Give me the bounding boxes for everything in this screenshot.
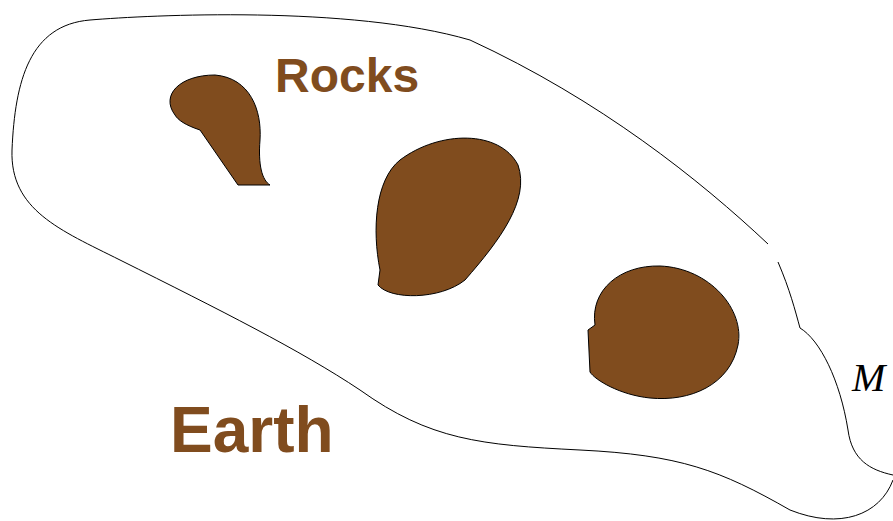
rock [588, 266, 739, 399]
region-label: Earth [170, 398, 334, 462]
symbol-label: M [852, 358, 885, 398]
outline-line [12, 15, 893, 519]
outline-line [778, 262, 893, 475]
part-label: Rocks [275, 52, 419, 100]
rock [376, 138, 521, 296]
rock [170, 75, 270, 185]
